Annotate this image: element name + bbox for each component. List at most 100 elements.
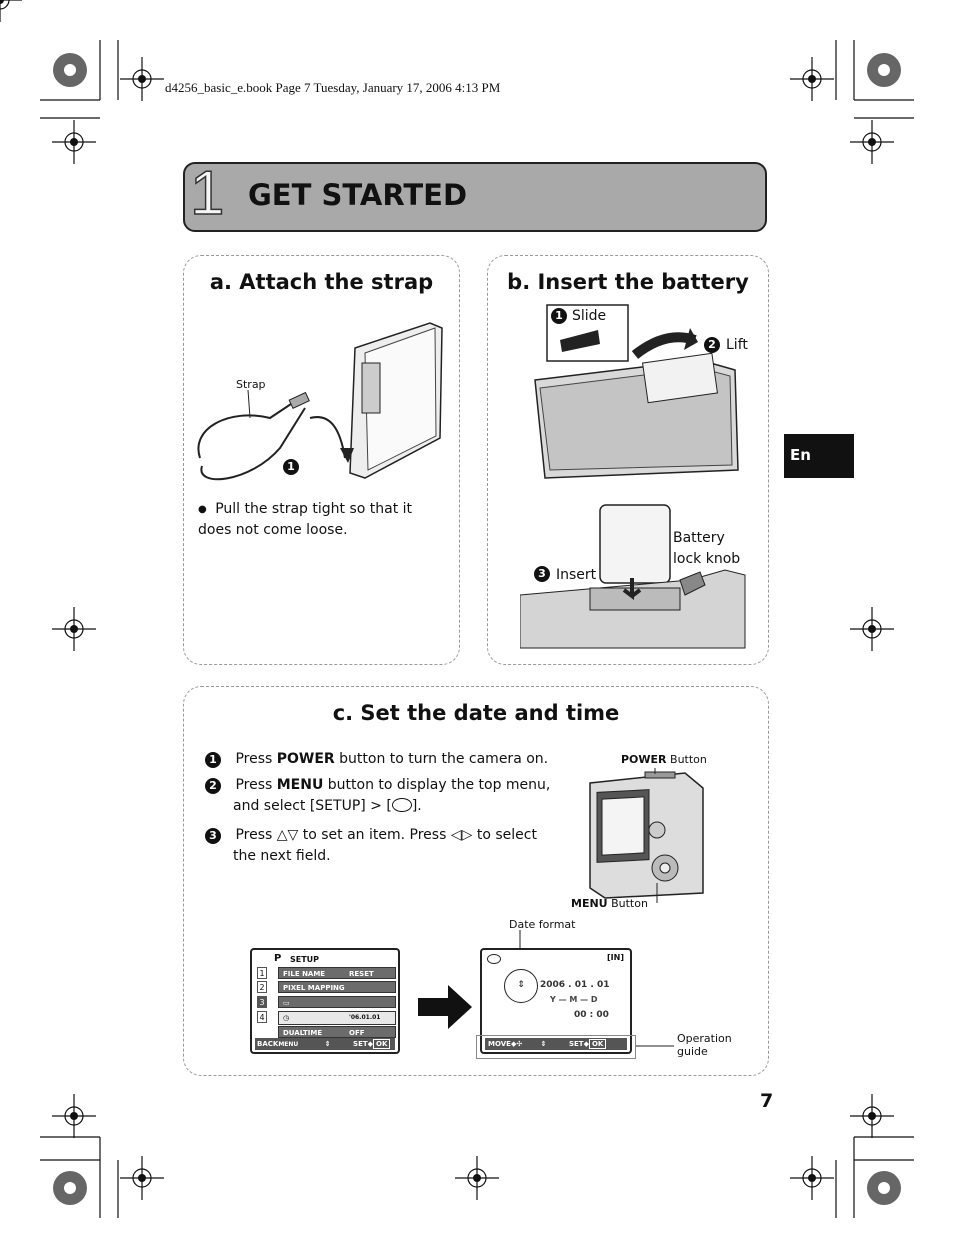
menu-button-suffix: Button (607, 897, 648, 910)
next-arrow-icon (418, 985, 472, 1029)
setup-row-3[interactable]: ▭ (278, 996, 396, 1008)
up-down-arrows-icon: △▽ (276, 827, 299, 843)
setup-row-2[interactable]: PIXEL MAPPING (278, 981, 396, 993)
operation-guide-highlight (476, 1035, 636, 1059)
step-3: 3 Press △▽ to set an item. Press ◁▷ to s… (205, 825, 565, 867)
step-2-post: button to display the top menu, (323, 777, 551, 793)
panel-attach-strap (183, 255, 460, 665)
bar-ok: OK (373, 1039, 391, 1049)
chapter-number: 1 (189, 158, 225, 229)
setup-mode: P (274, 953, 282, 964)
setup-row-5-key: DUALTIME (283, 1029, 323, 1037)
memory-indicator: [IN] (607, 953, 624, 962)
step-1-number: 1 (205, 752, 221, 768)
setup-row-2-key: PIXEL MAPPING (283, 984, 345, 992)
operation-guide-label: Operation guide (677, 1032, 732, 1058)
language-tab[interactable]: En (784, 434, 854, 478)
setup-row-1-num: 1 (257, 967, 267, 979)
battery-cover-illustration (534, 304, 739, 479)
power-key: POWER (621, 753, 667, 766)
setup-heading: SETUP (290, 955, 320, 964)
updown-icon: ⇕ (324, 1040, 331, 1048)
left-right-arrows-icon: ◁▷ (450, 827, 473, 843)
date-value[interactable]: 2006 . 01 . 01 (540, 980, 610, 990)
slide-label: Slide (572, 308, 607, 324)
bullet-icon: ● (198, 504, 207, 515)
menu-button-label: MENU Button (571, 897, 648, 910)
insert-step-marker: 3 (534, 566, 550, 582)
section-b-title: b. Insert the battery (507, 270, 749, 294)
step-2: 2 Press MENU button to display the top m… (205, 775, 565, 817)
print-metadata: d4256_basic_e.book Page 7 Tuesday, Janua… (165, 80, 501, 95)
step-3-number: 3 (205, 828, 221, 844)
page-number: 7 (760, 1090, 774, 1112)
bar-menu: MENU (278, 1041, 299, 1048)
setup-row-4-num: 4 (257, 1011, 267, 1023)
strap-label: Strap (236, 378, 266, 391)
clock-icon: ◷ (283, 1014, 290, 1022)
bar-ok: OK (588, 1039, 607, 1049)
strap-note-text: Pull the strap tight so that it does not… (198, 501, 413, 538)
setup-row-2-num: 2 (257, 981, 267, 993)
step-3-line2: the next field. (233, 848, 331, 864)
lift-step-marker: 2 (704, 337, 720, 353)
updown-icon: ⇕ (540, 1040, 547, 1048)
step-1-pre: Press (235, 751, 277, 767)
diamond-icon: ◆ (510, 1040, 517, 1048)
date-bottom-bar: MOVE◆✣ ⇕ SET◆OK (485, 1038, 627, 1050)
chapter-header (183, 162, 767, 232)
bar-set: SET (568, 1040, 584, 1048)
setup-bottom-bar: BACKMENU ⇕ SET◆OK (255, 1038, 395, 1050)
date-format-label: Date format (509, 918, 576, 931)
panel-insert-battery (487, 255, 769, 665)
clock-icon (391, 798, 412, 812)
bar-move: MOVE (488, 1040, 511, 1048)
date-setting-screen: [IN] ⇕ 2006 . 01 . 01 Y — M — D 00 : 00 … (480, 948, 632, 1054)
setup-row-5[interactable]: DUALTIME OFF (278, 1026, 396, 1038)
strap-note: ● Pull the strap tight so that it does n… (198, 499, 438, 541)
battery-lock-line2: lock knob (673, 551, 741, 567)
power-button-suffix: Button (666, 753, 707, 766)
slide-step-marker: 1 (551, 308, 567, 324)
step-3-post: to select (472, 827, 537, 843)
bar-set: SET (353, 1040, 368, 1048)
step-1-key: POWER (276, 751, 335, 767)
step-1: 1 Press POWER button to turn the camera … (205, 749, 565, 770)
insert-label: Insert (556, 567, 597, 583)
setup-row-3-num: 3 (257, 996, 267, 1008)
lift-label: Lift (726, 337, 748, 353)
step-3-mid: to set an item. Press (298, 827, 451, 843)
step-2-number: 2 (205, 778, 221, 794)
four-way-icon: ✣ (516, 1040, 523, 1048)
camera-back-illustration (589, 768, 704, 903)
step-2-key: MENU (276, 777, 324, 793)
bar-back: BACK (257, 1040, 279, 1048)
setup-row-5-value: OFF (349, 1029, 365, 1037)
strap-step-marker: 1 (283, 459, 299, 475)
step-2-pre: Press (235, 777, 277, 793)
step-3-pre: Press (235, 827, 277, 843)
diamond-icon: ◆ (367, 1040, 374, 1048)
section-c-title: c. Set the date and time (332, 701, 620, 725)
setup-row-4-selected[interactable]: ◷'06.01.01 00:00 (278, 1011, 396, 1033)
power-button-label: POWER Button (621, 753, 707, 766)
date-ymd: Y — M — D (550, 995, 598, 1004)
camera-strap-illustration (197, 322, 443, 481)
operation-guide-line1: Operation (677, 1032, 732, 1045)
display-icon: ▭ (283, 999, 290, 1007)
panel-set-date-time (183, 686, 769, 1076)
battery-lock-line1: Battery (673, 530, 725, 546)
clock-icon (487, 954, 501, 964)
step-2-line2-end: ]. (411, 798, 422, 814)
battery-insert-illustration (520, 504, 746, 649)
battery-lock-label: Battery lock knob (673, 528, 740, 570)
chapter-title: GET STARTED (248, 178, 468, 212)
operation-guide-leader (636, 1045, 674, 1047)
date-format-selector[interactable]: ⇕ (504, 969, 538, 1003)
diamond-icon: ◆ (583, 1040, 589, 1048)
menu-key: MENU (571, 897, 608, 910)
time-value[interactable]: 00 : 00 (574, 1010, 609, 1020)
